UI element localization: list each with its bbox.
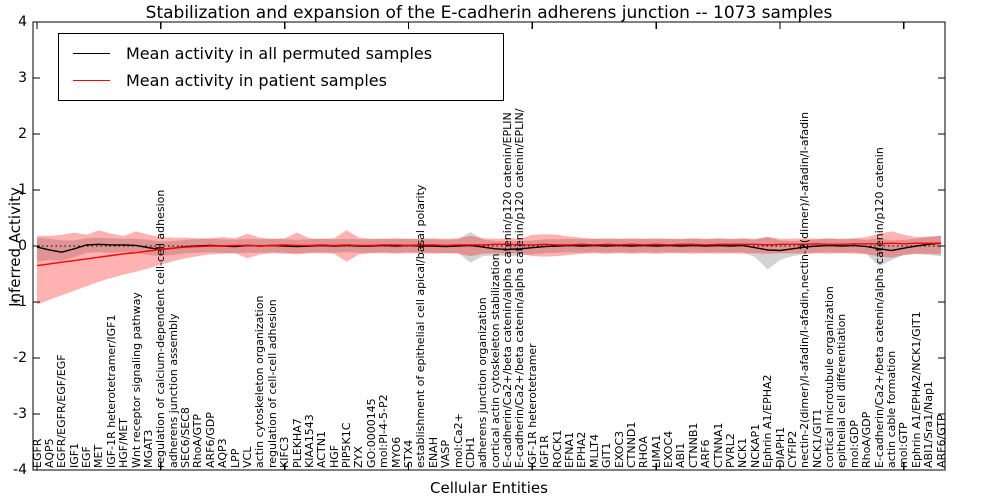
x-tick-label: MLLT4 [587, 434, 601, 468]
x-tick-label: regulation of cell-cell adhesion [265, 299, 279, 468]
x-tick-label: HGF/MET [117, 418, 131, 468]
x-tick-label: adherens junction organization [476, 297, 490, 468]
x-tick-label: ARF6 [699, 439, 713, 469]
x-tick-label: actin cable formation [884, 350, 898, 468]
x-tick-label: KIFC3 [278, 436, 292, 468]
x-tick-label: MYO6 [389, 436, 403, 468]
x-tick-label: CYFIP2 [785, 430, 799, 468]
y-tick-label: -3 [13, 406, 27, 422]
x-tick-label: EFNA1 [562, 431, 576, 468]
x-tick-label: ROCK1 [550, 429, 564, 468]
x-tick-label: ZYX [352, 446, 366, 468]
y-tick-label: 2 [18, 126, 27, 142]
x-tick-label: ARF6/GTP [934, 414, 948, 468]
x-tick-label: LIMA1 [649, 434, 663, 468]
legend-label-permuted: Mean activity in all permuted samples [126, 44, 433, 63]
x-tick-label: MET [92, 444, 106, 468]
x-tick-label: adherens junction assembly [166, 313, 180, 468]
x-tick-label: EGFR [30, 438, 44, 468]
x-tick-label: IGF-1R heterotetramer/IGF1 [104, 314, 118, 469]
x-tick-label: regulation of calcium-dependent cell-cel… [154, 189, 168, 468]
x-tick-label: NCKAP1 [748, 423, 762, 468]
x-tick-label: Ephrin A1/EPHA2/NCK1/GIT1 [909, 311, 923, 468]
legend-label-patient: Mean activity in patient samples [126, 71, 387, 90]
x-tick-label: NCK1/GIT1 [810, 408, 824, 468]
x-tick-label: GIT1 [600, 442, 614, 469]
x-tick-label: ACTN1 [315, 431, 329, 468]
x-tick-label: STX4 [402, 439, 415, 468]
y-tick-label: 0 [18, 238, 27, 254]
x-tick-label: epithelial cell differentiation [835, 313, 849, 468]
x-tick-label: SEC6/SEC8 [179, 407, 193, 468]
x-tick-label: establishment of epithelial cell apical/… [414, 184, 428, 468]
y-tick-label: 1 [18, 182, 27, 198]
x-tick-label: RHOA [637, 436, 651, 468]
x-tick-label: VCL [241, 446, 255, 468]
x-tick-label: cortical microtubule organization [823, 286, 837, 468]
x-tick-label: mol:GDP [847, 420, 861, 468]
x-tick-label: EGF [80, 446, 94, 468]
x-tick-label: ARF6/GDP [203, 412, 217, 468]
y-tick-label: 4 [18, 14, 27, 30]
x-tick-label: nectin-2(dimer)/I-afadin/I-afadin,nectin… [798, 111, 812, 468]
x-tick-label: RhoA/GDP [860, 411, 874, 468]
chart-title: Stabilization and expansion of the E-cad… [145, 3, 833, 23]
x-tick-label: IGF-1R heterotetramer [525, 343, 539, 468]
x-tick-label: cortical actin cytoskeleton stabilizatio… [488, 253, 502, 468]
x-tick-label: VASP [439, 440, 453, 468]
x-tick-label: ENAH [426, 437, 440, 468]
x-tick-label: EPHA2 [575, 431, 589, 468]
x-tick-label: HGF [327, 444, 341, 468]
x-tick-label: PVRL2 [723, 433, 737, 468]
x-tick-label: ABI1/Sra1/Nap1 [922, 381, 936, 468]
legend-item-patient: Mean activity in patient samples [73, 67, 493, 94]
x-tick-label: actin cytoskeleton organization [253, 295, 267, 468]
x-tick-label: Ephrin A1/EPHA2 [761, 374, 775, 468]
patient-line-swatch [73, 80, 110, 81]
x-tick-label: EGFR/EGFR/EGF/EGF [55, 354, 69, 468]
x-tick-label: AQP5 [42, 438, 56, 468]
legend-item-permuted: Mean activity in all permuted samples [73, 40, 493, 67]
x-tick-label: GO:0000145 [364, 398, 378, 468]
y-tick-label: 3 [18, 70, 27, 86]
x-tick-label: PIP5K1C [340, 422, 354, 468]
y-tick-label: -4 [13, 462, 27, 478]
permuted-band [37, 232, 941, 270]
patient-mean-line [36, 242, 941, 267]
x-tick-label: E-cadherin/Ca2+/beta catenin/alpha caten… [872, 147, 886, 468]
x-tick-label: LPP [228, 448, 242, 468]
x-tick-label: EXOC4 [662, 430, 676, 468]
x-tick-label: mol:PI-4-5-P2 [377, 394, 391, 468]
x-tick-label: DIAPH1 [773, 426, 787, 468]
x-tick-label: E-cadherin/Ca2+/beta catenin/alpha caten… [513, 108, 527, 468]
x-tick-label: IGF1 [67, 442, 81, 468]
x-tick-label: CDH1 [463, 436, 477, 468]
patient-band [37, 230, 941, 305]
x-tick-label: PLEKHA7 [290, 418, 304, 468]
y-tick-label: -1 [13, 294, 27, 310]
x-tick-label: AQP3 [216, 438, 230, 468]
x-tick-label: mol:Ca2+ [451, 413, 465, 468]
permuted-line-swatch [73, 53, 110, 54]
x-tick-label: MGAT3 [141, 429, 155, 468]
y-tick-label: -2 [13, 350, 27, 366]
legend: Mean activity in all permuted samples Me… [58, 33, 504, 101]
x-tick-label: mol:GTP [897, 422, 911, 468]
x-tick-label: CTNNA1 [711, 422, 725, 468]
x-tick-label: KIAA1543 [302, 414, 316, 468]
x-tick-label: ABI1 [674, 442, 688, 468]
x-axis-title: Cellular Entities [430, 479, 548, 497]
x-tick-label: IGF1R [538, 435, 552, 468]
x-tick-label: NCK1 [736, 437, 750, 468]
x-tick-label: CTNNB1 [686, 422, 700, 468]
x-tick-label: RhoA/GTP [191, 413, 205, 468]
x-tick-label: Wnt receptor signaling pathway [129, 292, 143, 468]
x-tick-label: CTNND1 [624, 421, 638, 468]
x-tick-label: EXOC3 [612, 430, 626, 468]
x-tick-label: E-cadherin/Ca2+/beta catenin/alpha caten… [501, 112, 515, 468]
